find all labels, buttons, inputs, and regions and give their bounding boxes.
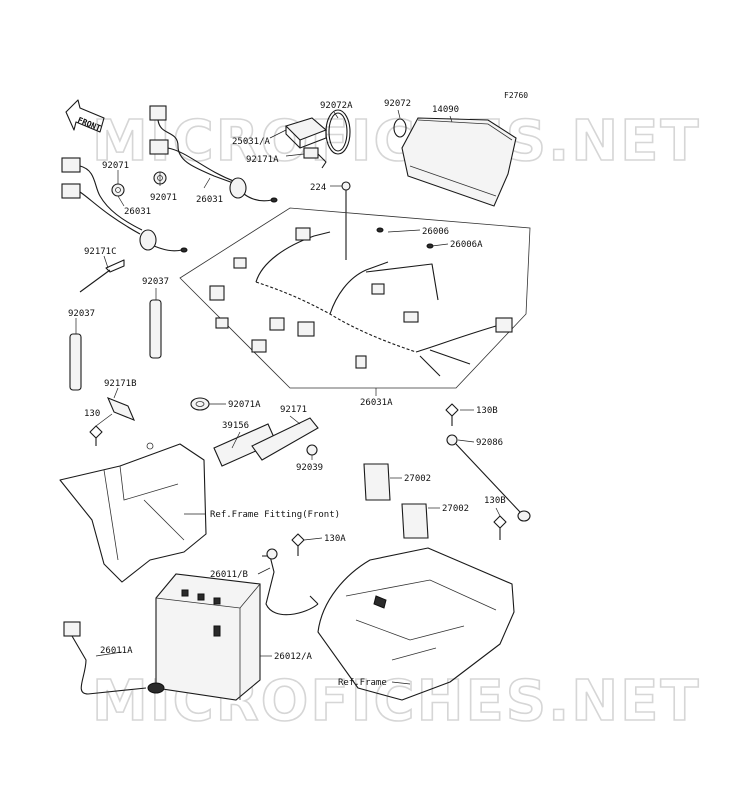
bolt-130B-upper (445, 403, 459, 426)
label-92171B: 92171B (104, 379, 137, 389)
label-92071-a: 92071 (102, 161, 129, 171)
label-92171A: 92171A (246, 155, 279, 165)
strap-92037-a (149, 299, 162, 359)
label-92037-a: 92037 (142, 277, 169, 287)
clip-92039 (306, 444, 318, 456)
grommet-92071A (190, 397, 210, 411)
frame-rear (317, 547, 515, 701)
label-92039: 92039 (296, 463, 323, 473)
label-92171: 92171 (280, 405, 307, 415)
label-92086: 92086 (476, 438, 503, 448)
label-92072: 92072 (384, 99, 411, 109)
grommet-92071-a (111, 183, 125, 197)
main-harness-26031A (179, 207, 531, 389)
label-26031-b: 26031 (124, 207, 151, 217)
bolt-130B-lower (493, 515, 507, 540)
label-26031-a: 26031 (196, 195, 223, 205)
label-26031A: 26031A (360, 398, 393, 408)
label-26012A: 26012/A (274, 652, 313, 662)
label-92071-b: 92071 (150, 193, 177, 203)
watermark-top: MICROFICHES.NET (92, 109, 701, 174)
cable-26011B (262, 548, 319, 616)
cap-27002-a (363, 463, 391, 501)
cable-26011A (63, 621, 165, 695)
label-26011B: 26011/B (210, 570, 248, 580)
label-26006: 26006 (422, 227, 449, 237)
clamp-92171C (79, 259, 125, 293)
bracket-92171B (106, 396, 136, 422)
bracket-92171 (251, 417, 319, 461)
bolt-224 (341, 181, 351, 260)
cap-27002-b (401, 503, 429, 539)
leader-lines (75, 109, 501, 685)
label-14090: 14090 (432, 105, 459, 115)
label-130: 130 (84, 409, 100, 419)
label-ref-frame: Ref.Frame (338, 678, 387, 688)
clamp-92072A (325, 109, 351, 155)
strap-92037-b (69, 333, 82, 391)
clamp-92072 (393, 118, 407, 138)
frame-front (59, 442, 207, 583)
label-92072A: 92072A (320, 101, 353, 111)
label-130A: 130A (324, 534, 346, 544)
cable-92086 (446, 434, 531, 522)
label-130B-a: 130B (476, 406, 498, 416)
label-26011A: 26011A (100, 646, 133, 656)
cover-14090 (401, 117, 517, 207)
label-39156: 39156 (222, 421, 249, 431)
label-92071A: 92071A (228, 400, 261, 410)
bolt-130 (89, 425, 103, 446)
bolt-130A (291, 533, 305, 556)
connector-92171A (303, 147, 327, 169)
label-26006A: 26006A (450, 240, 483, 250)
label-27002-b: 27002 (442, 504, 469, 514)
label-92171C: 92171C (84, 247, 117, 257)
label-130B-b: 130B (484, 496, 506, 506)
harness-26031-upper (149, 105, 278, 203)
diagram-code: F2760 (504, 91, 528, 100)
label-25031A: 25031/A (232, 137, 271, 147)
battery-26012A (155, 573, 261, 701)
label-27002-a: 27002 (404, 474, 431, 484)
harness-26031-lower (61, 157, 188, 253)
label-92037-b: 92037 (68, 309, 95, 319)
label-224: 224 (310, 183, 326, 193)
label-ref-frame-fitting-front: Ref.Frame Fitting(Front) (210, 510, 340, 520)
